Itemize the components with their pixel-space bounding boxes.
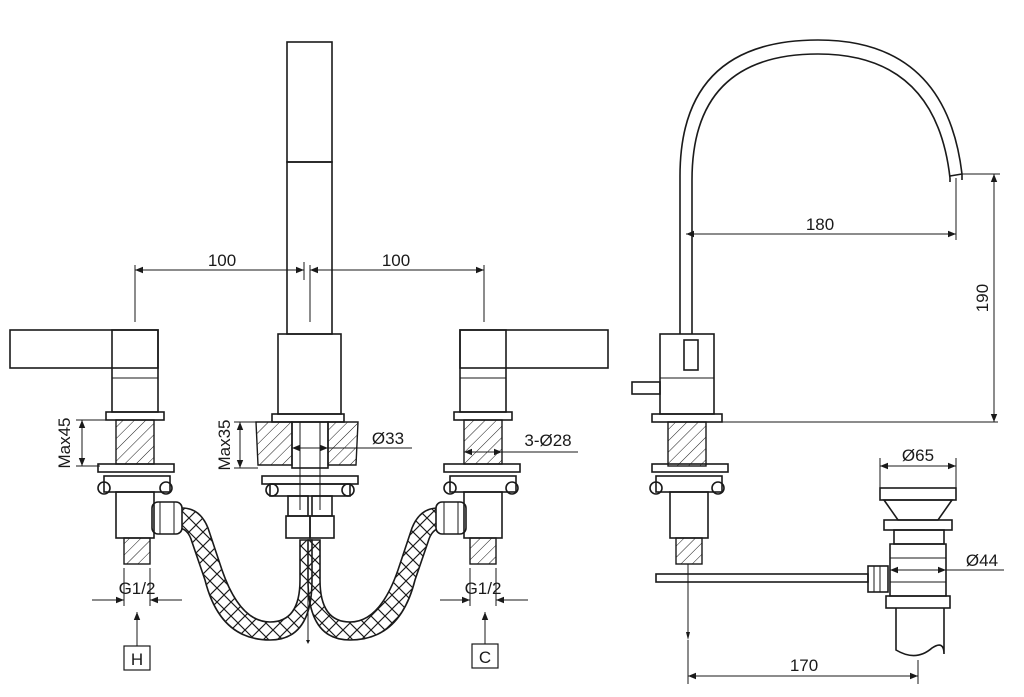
popup-drain [879, 487, 957, 657]
dim-spout-diameter: Ø33 [372, 429, 404, 448]
spout-diameter-dimension: Ø33 [292, 429, 412, 452]
cold-inlet: C [471, 612, 499, 669]
dim-reach: 180 [806, 215, 834, 234]
dim-drain-top: Ø65 [902, 446, 934, 465]
dim-left-spacing: 100 [208, 251, 236, 270]
max35-dimension: Max35 [215, 419, 258, 471]
side-view: 180 190 Ø65 Ø44 170 [631, 39, 1004, 684]
right-valve [443, 329, 609, 565]
braided-hoses [151, 501, 467, 641]
cold-label: C [479, 648, 491, 667]
dim-left-thread: G1/2 [119, 579, 156, 598]
dim-hole-diameter: 3-Ø28 [524, 431, 571, 450]
hole-diameter-dimension: 3-Ø28 [464, 431, 578, 456]
hot-label: H [131, 650, 143, 669]
front-view: 100 100 Max45 Max35 Ø33 3-Ø28 [9, 41, 609, 671]
spacing-dimensions: 100 100 [134, 251, 485, 322]
left-valve [9, 329, 175, 565]
spout-column [271, 41, 345, 423]
dim-height: 190 [973, 284, 992, 312]
drain-rod [655, 565, 889, 593]
gooseneck-spout [679, 39, 963, 334]
dim-right-spacing: 100 [382, 251, 410, 270]
side-body [631, 333, 729, 640]
rod-length-dimension: 170 [687, 640, 919, 684]
dim-max45: Max45 [55, 417, 74, 468]
hot-inlet: H [123, 612, 151, 671]
spout-deck-section [255, 421, 359, 510]
drain-body-diameter-dimension: Ø44 [890, 551, 1004, 574]
height-dimension: 190 [962, 173, 1000, 422]
dim-drain-body: Ø44 [966, 551, 998, 570]
right-thread-dimension: G1/2 [440, 568, 528, 606]
max45-dimension: Max45 [55, 417, 112, 469]
dim-right-thread: G1/2 [465, 579, 502, 598]
drain-top-diameter-dimension: Ø65 [879, 446, 957, 488]
dim-rod-length: 170 [790, 656, 818, 675]
left-thread-dimension: G1/2 [92, 568, 182, 606]
reach-dimension: 180 [686, 178, 957, 240]
dim-max35: Max35 [215, 419, 234, 470]
